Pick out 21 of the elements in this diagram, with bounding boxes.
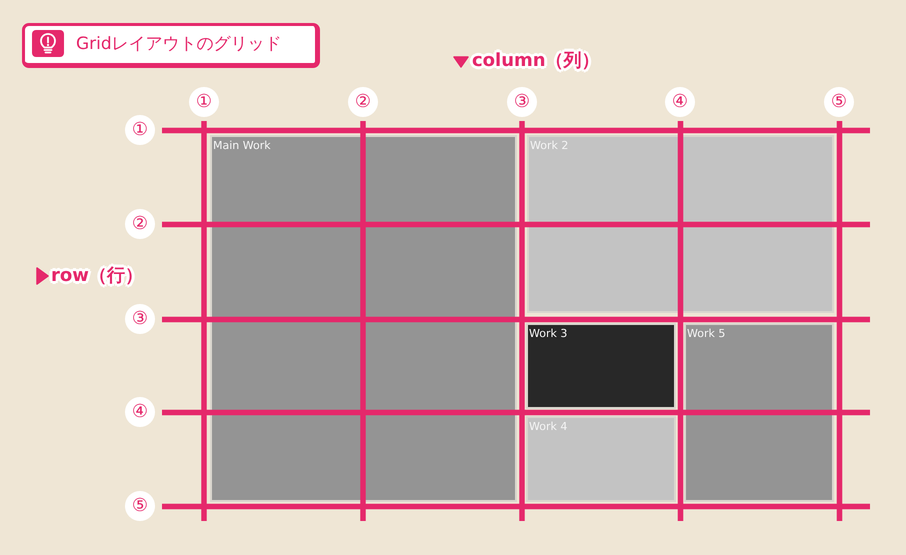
- axis-label: column（列）: [472, 50, 600, 72]
- grid-item: [527, 135, 834, 313]
- title-text: Gridレイアウトのグリッド: [76, 33, 282, 56]
- line-number-badge: ②: [348, 87, 378, 117]
- item-label: Work 5: [687, 327, 726, 340]
- item-label: Main Work: [213, 139, 271, 152]
- line-number-badge: ④: [125, 397, 155, 427]
- grid-item: [684, 323, 834, 502]
- line-number-badge: ⑤: [824, 87, 854, 117]
- grid-item: [526, 323, 676, 409]
- item-label: Work 3: [529, 327, 568, 340]
- line-number-badge: ②: [125, 209, 155, 239]
- line-number-badge: ③: [125, 304, 155, 334]
- line-number-badge: ①: [189, 87, 219, 117]
- axis-label: row（行）: [51, 265, 143, 287]
- line-number-badge: ①: [125, 115, 155, 145]
- grid-item: [210, 135, 517, 502]
- grid-item: [526, 416, 676, 502]
- line-number-badge: ④: [665, 87, 695, 117]
- line-number-badge: ⑤: [125, 491, 155, 521]
- line-number-badge: ③: [507, 87, 537, 117]
